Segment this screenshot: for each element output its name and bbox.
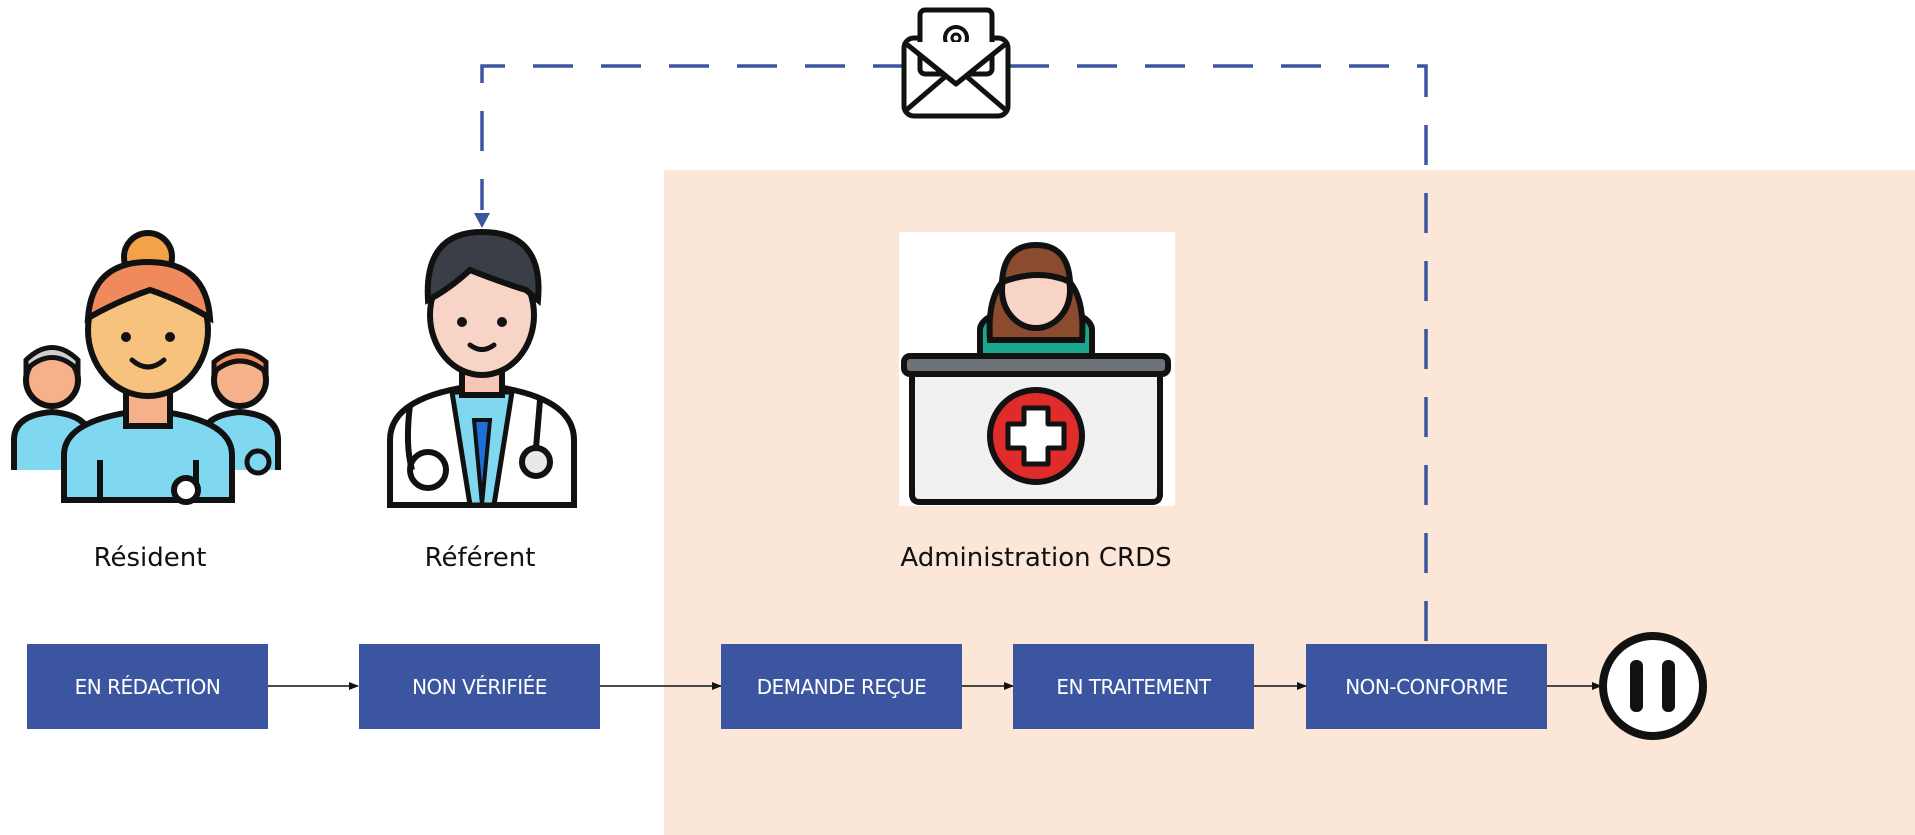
reception-desk-icon [899, 232, 1175, 506]
administration-label: Administration CRDS [900, 543, 1172, 573]
resident-group-icon [11, 230, 281, 505]
state-demande-recue: DEMANDE REÇUE [721, 644, 962, 729]
referent-label: Référent [424, 543, 536, 573]
state-non-verifiee: NON VÉRIFIÉE [359, 644, 600, 729]
state-en-redaction: EN RÉDACTION [27, 644, 268, 729]
state-non-conforme: NON-CONFORME [1306, 644, 1547, 729]
doctor-icon [387, 228, 577, 508]
pause-icon [1599, 632, 1707, 740]
resident-label: Résident [93, 543, 207, 573]
administration-zone [664, 170, 1915, 835]
notification-arrowhead [474, 213, 490, 228]
state-en-traitement: EN TRAITEMENT [1013, 644, 1254, 729]
email-icon [901, 7, 1011, 119]
